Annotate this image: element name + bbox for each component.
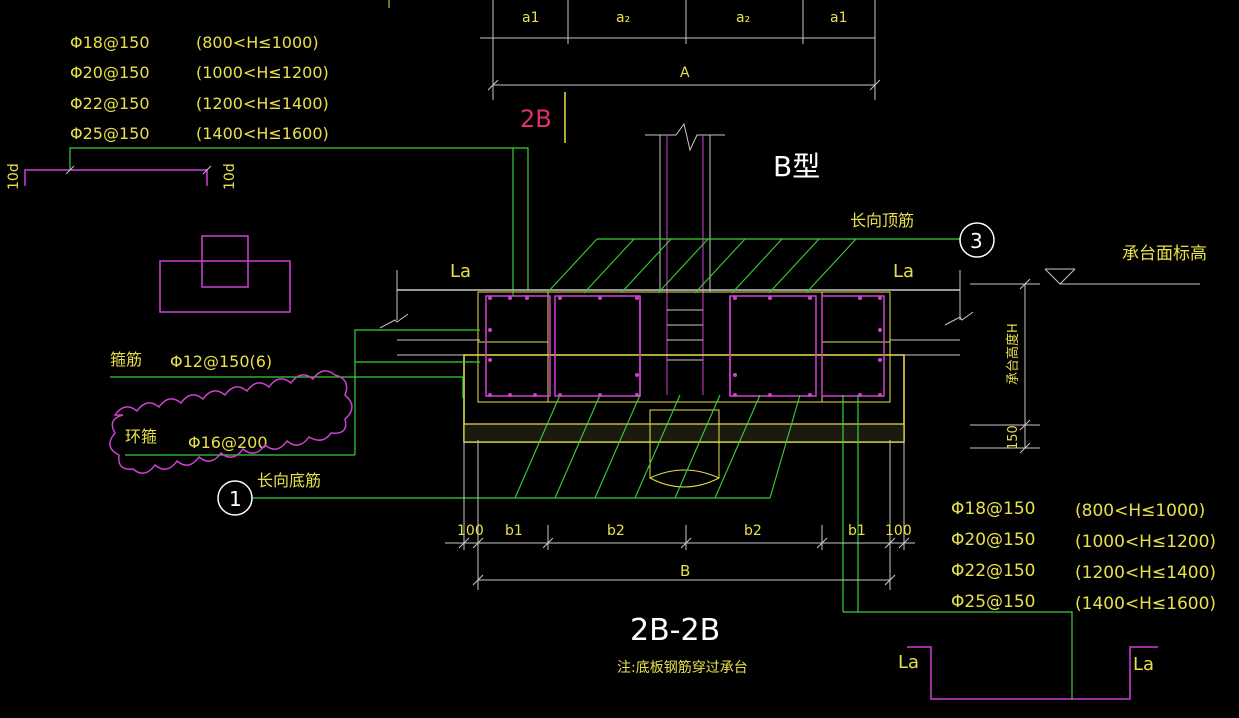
bottom-dim-b2-right: b2 xyxy=(744,523,762,539)
revision-cloud xyxy=(109,370,353,474)
left-rebar-table: Φ18@150 (800<H≤1000) Φ20@150 (1000<H≤120… xyxy=(70,33,329,143)
pile-cap-section xyxy=(110,122,1073,700)
top-dim-a2-right: a₂ xyxy=(736,10,750,26)
la-left-label: La xyxy=(450,261,471,282)
top-dim-a1-right: a1 xyxy=(830,10,848,26)
right-rebar-table: Φ18@150 (800<H≤1000) Φ20@150 (1000<H≤120… xyxy=(951,499,1216,614)
cap-height-label: 承台高度H xyxy=(1005,323,1021,385)
type-label: B型 xyxy=(773,150,820,183)
right-table-spec-3: Φ22@150 xyxy=(951,561,1035,581)
left-table-range-2: (1000<H≤1200) xyxy=(196,63,329,82)
right-table-spec-1: Φ18@150 xyxy=(951,499,1035,519)
marker-3-label: 3 xyxy=(970,229,983,253)
hook-left-label: 10d xyxy=(6,163,22,190)
detail-la-left: La xyxy=(898,652,919,673)
right-table-range-2: (1000<H≤1200) xyxy=(1075,532,1216,552)
left-table-range-3: (1200<H≤1400) xyxy=(196,94,329,113)
cap-top-elevation-symbol xyxy=(1044,268,1200,285)
right-table-range-4: (1400<H≤1600) xyxy=(1075,594,1216,614)
long-bottom-bar-label: 长向底筋 xyxy=(257,471,321,490)
right-table-spec-4: Φ25@150 xyxy=(951,592,1035,612)
bottom-dim-total: B xyxy=(680,562,690,580)
detail-la-right: La xyxy=(1133,654,1154,675)
section-marker: 2B xyxy=(520,105,552,133)
bottom-dim-100-right: 100 xyxy=(885,523,912,539)
right-table-spec-2: Φ20@150 xyxy=(951,530,1035,550)
cap-height-dimension xyxy=(970,278,1040,454)
bottom-dimension-block xyxy=(445,440,915,590)
top-dim-a1-left: a1 xyxy=(522,10,540,26)
bottom-dim-b1-right: b1 xyxy=(848,523,866,539)
left-table-spec-1: Φ18@150 xyxy=(70,33,150,52)
column-section-symbol xyxy=(159,235,291,313)
bottom-dim-100-left: 100 xyxy=(457,523,484,539)
hook-right-label: 10d xyxy=(222,163,238,190)
marker-1: 1 xyxy=(217,480,253,516)
left-table-spec-2: Φ20@150 xyxy=(70,63,150,82)
left-table-spec-3: Φ22@150 xyxy=(70,94,150,113)
bottom-dim-b1-left: b1 xyxy=(505,523,523,539)
section-title: 2B-2B xyxy=(630,613,720,648)
marker-3: 3 xyxy=(959,222,995,258)
stirrup-label: 箍筋 xyxy=(110,350,142,369)
left-table-spec-4: Φ25@150 xyxy=(70,124,150,143)
ring-stirrup-label: 环箍 xyxy=(125,427,157,446)
la-right-label: La xyxy=(893,261,914,282)
top-dim-total: A xyxy=(680,65,690,81)
bottom-bar-detail xyxy=(907,646,1158,700)
ring-stirrup-spec: Φ16@200 xyxy=(188,433,268,452)
dim-150-label: 150 xyxy=(1006,425,1021,450)
long-top-bar-label: 长向顶筋 xyxy=(850,211,914,230)
right-table-range-3: (1200<H≤1400) xyxy=(1075,563,1216,583)
top-dimension-block xyxy=(480,0,881,100)
right-table-range-1: (800<H≤1000) xyxy=(1075,501,1205,521)
top-dim-a2-left: a₂ xyxy=(616,10,630,26)
marker-1-label: 1 xyxy=(229,487,242,511)
left-table-range-1: (800<H≤1000) xyxy=(196,33,319,52)
left-table-range-4: (1400<H≤1600) xyxy=(196,124,329,143)
stirrup-spec: Φ12@150(6) xyxy=(170,352,272,371)
hook-detail xyxy=(24,147,529,292)
bottom-dim-b2-left: b2 xyxy=(607,523,625,539)
drawing-note: 注:底板钢筋穿过承台 xyxy=(617,659,748,676)
cap-top-elev-label: 承台面标高 xyxy=(1122,244,1207,264)
